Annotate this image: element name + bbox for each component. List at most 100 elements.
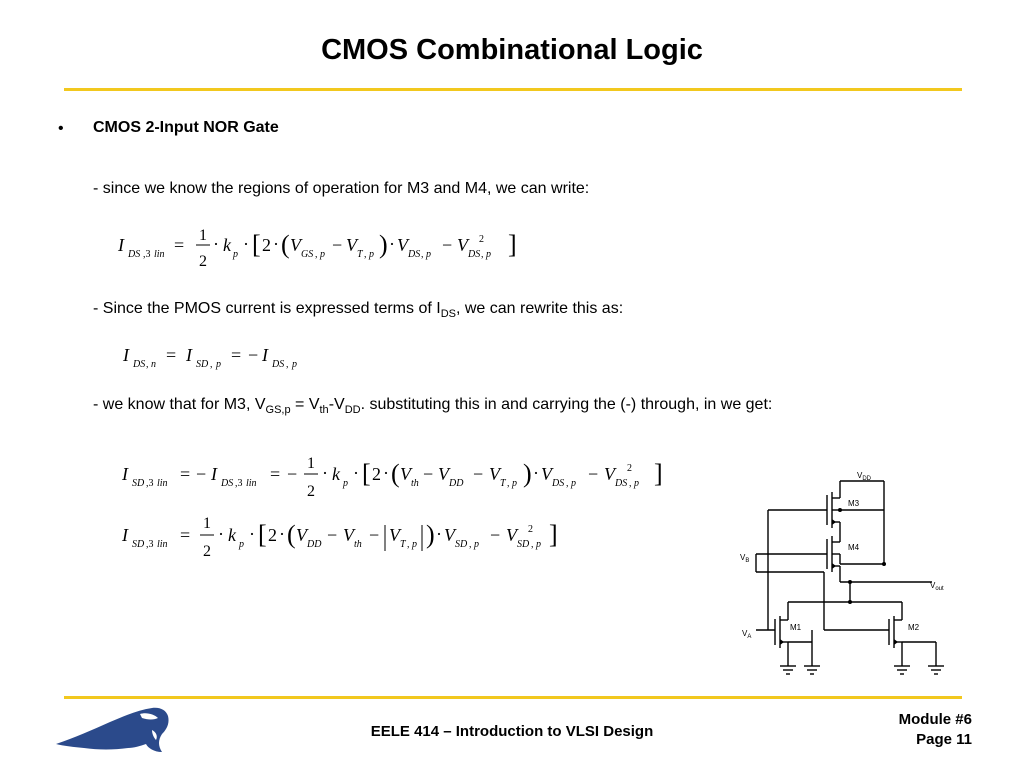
svg-text:−: −	[369, 525, 379, 545]
svg-text:p: p	[368, 249, 374, 260]
text-line-3-sub2: th	[319, 404, 329, 417]
svg-text:SD: SD	[455, 539, 468, 550]
svg-text:,3: ,3	[146, 539, 154, 550]
svg-text:·: ·	[322, 463, 328, 483]
svg-text:·: ·	[436, 524, 442, 544]
svg-text:VB: VB	[740, 553, 749, 564]
svg-text:SD: SD	[196, 359, 209, 370]
text-line-1: - since we know the regions of operation…	[93, 180, 590, 197]
svg-text:I: I	[122, 345, 130, 365]
svg-text:,: ,	[315, 249, 318, 260]
svg-text:(: (	[281, 230, 290, 259]
svg-text:lin: lin	[157, 478, 168, 489]
svg-text:,: ,	[531, 539, 534, 550]
m3-label: M3	[848, 499, 860, 508]
svg-text:·: ·	[218, 524, 224, 544]
svg-text:T: T	[400, 539, 407, 550]
svg-text:p: p	[570, 478, 576, 489]
svg-text:p: p	[319, 249, 325, 260]
text-line-2: - Since the PMOS current is expressed te…	[93, 300, 623, 320]
svg-text:k: k	[223, 235, 232, 255]
svg-text:VA: VA	[742, 629, 751, 640]
svg-text:DS: DS	[220, 478, 233, 489]
svg-text:th: th	[411, 478, 419, 489]
svg-text:I: I	[117, 235, 125, 255]
svg-text:V: V	[296, 525, 309, 545]
svg-text:−: −	[248, 345, 258, 365]
svg-text:k: k	[332, 464, 341, 484]
m1-label: M1	[790, 623, 802, 632]
svg-text:2: 2	[262, 235, 271, 255]
svg-text:=: =	[270, 464, 280, 484]
vdd-sub: DD	[862, 476, 871, 482]
svg-text:=: =	[231, 345, 241, 365]
svg-text:−: −	[332, 235, 342, 255]
svg-text:p: p	[411, 539, 417, 550]
svg-text:,3: ,3	[235, 478, 243, 489]
svg-text:V: V	[389, 525, 402, 545]
vout-sub: out	[935, 586, 944, 592]
svg-text:,: ,	[481, 249, 484, 260]
svg-text:·: ·	[249, 524, 255, 544]
svg-text:lin: lin	[157, 539, 168, 550]
text-line-3: - we know that for M3, VGS,p = Vth-VDD. …	[93, 396, 772, 416]
svg-text:,: ,	[210, 359, 213, 370]
svg-text:p: p	[535, 539, 541, 550]
svg-text:V: V	[290, 235, 303, 255]
text-line-2-post: , we can rewrite this as:	[455, 300, 624, 317]
equation-2: I DS,n = I SD,p = − I DS,p	[122, 345, 297, 370]
svg-text:−: −	[287, 464, 297, 484]
svg-text:p: p	[473, 539, 479, 550]
svg-text:[: [	[258, 520, 267, 549]
svg-text:−: −	[473, 464, 483, 484]
svg-text:·: ·	[279, 524, 285, 544]
svg-text:p: p	[232, 249, 238, 260]
text-line-3-d: . substituting this in and carrying the …	[360, 396, 773, 413]
svg-text:·: ·	[273, 234, 279, 254]
svg-text:,: ,	[629, 478, 632, 489]
svg-text:−: −	[327, 525, 337, 545]
svg-text:DD: DD	[448, 478, 464, 489]
svg-text:VDD: VDD	[857, 471, 872, 482]
svg-text:p: p	[511, 478, 517, 489]
svg-text:·: ·	[533, 463, 539, 483]
svg-text:n: n	[151, 359, 156, 370]
svg-text:V: V	[444, 525, 457, 545]
bullet-marker: •	[58, 120, 64, 137]
svg-text:1: 1	[203, 515, 211, 532]
svg-text:I: I	[261, 345, 269, 365]
svg-text:2: 2	[528, 524, 533, 535]
svg-text:): )	[523, 459, 532, 488]
svg-text:DS: DS	[132, 359, 145, 370]
svg-text:2: 2	[203, 543, 211, 560]
text-line-2-sub: DS	[440, 308, 456, 321]
svg-text:V: V	[604, 464, 617, 484]
svg-text:p: p	[485, 249, 491, 260]
svg-text:=: =	[166, 345, 176, 365]
svg-text:I: I	[185, 345, 193, 365]
svg-text:p: p	[633, 478, 639, 489]
top-divider	[64, 88, 962, 91]
svg-text:,: ,	[421, 249, 424, 260]
svg-text:I: I	[210, 464, 218, 484]
svg-text:I: I	[121, 525, 129, 545]
vdd-label: V	[857, 471, 863, 480]
svg-text:2: 2	[372, 464, 381, 484]
svg-text:·: ·	[243, 234, 249, 254]
svg-text:DS: DS	[614, 478, 627, 489]
svg-text:GS: GS	[301, 249, 313, 260]
svg-text:,3: ,3	[143, 249, 151, 260]
svg-text:(: (	[287, 520, 296, 549]
svg-text:k: k	[228, 525, 237, 545]
vb-sub: B	[745, 558, 749, 564]
m2-label: M2	[908, 623, 920, 632]
svg-text:−: −	[442, 235, 452, 255]
text-line-3-b: = V	[290, 396, 320, 413]
svg-text:p: p	[425, 249, 431, 260]
svg-text:−: −	[196, 464, 206, 484]
svg-text:=: =	[180, 525, 190, 545]
svg-text:V: V	[489, 464, 502, 484]
svg-text:2: 2	[627, 463, 632, 474]
